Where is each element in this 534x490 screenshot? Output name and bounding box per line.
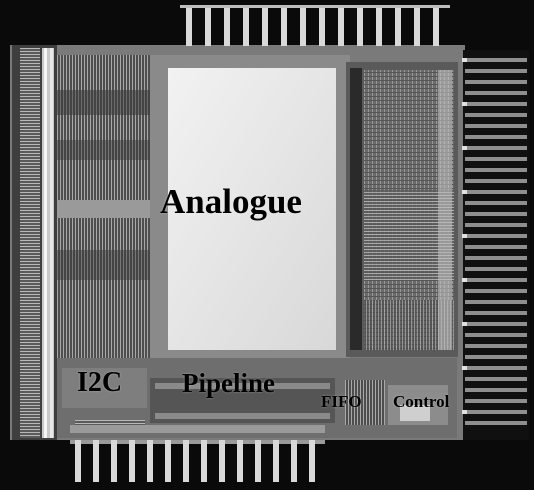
horizontal-bus [57,200,165,218]
left-logic-bottom [57,218,152,358]
i2c-label: I2C [77,367,123,398]
top-bond-pads [180,5,450,46]
i2c-region [62,368,147,408]
pipeline-label: Pipeline [182,368,275,398]
control-label: Control [393,392,450,411]
bottom-bond-pads [70,440,325,482]
right-bond-pads [462,50,529,440]
left-logic-top [57,55,152,200]
fifo-region [345,380,385,425]
left-edge-pads [12,45,57,440]
analogue-label: Analogue [160,182,302,221]
analogue-block [168,68,336,350]
fifo-label: FIFO [321,392,362,411]
